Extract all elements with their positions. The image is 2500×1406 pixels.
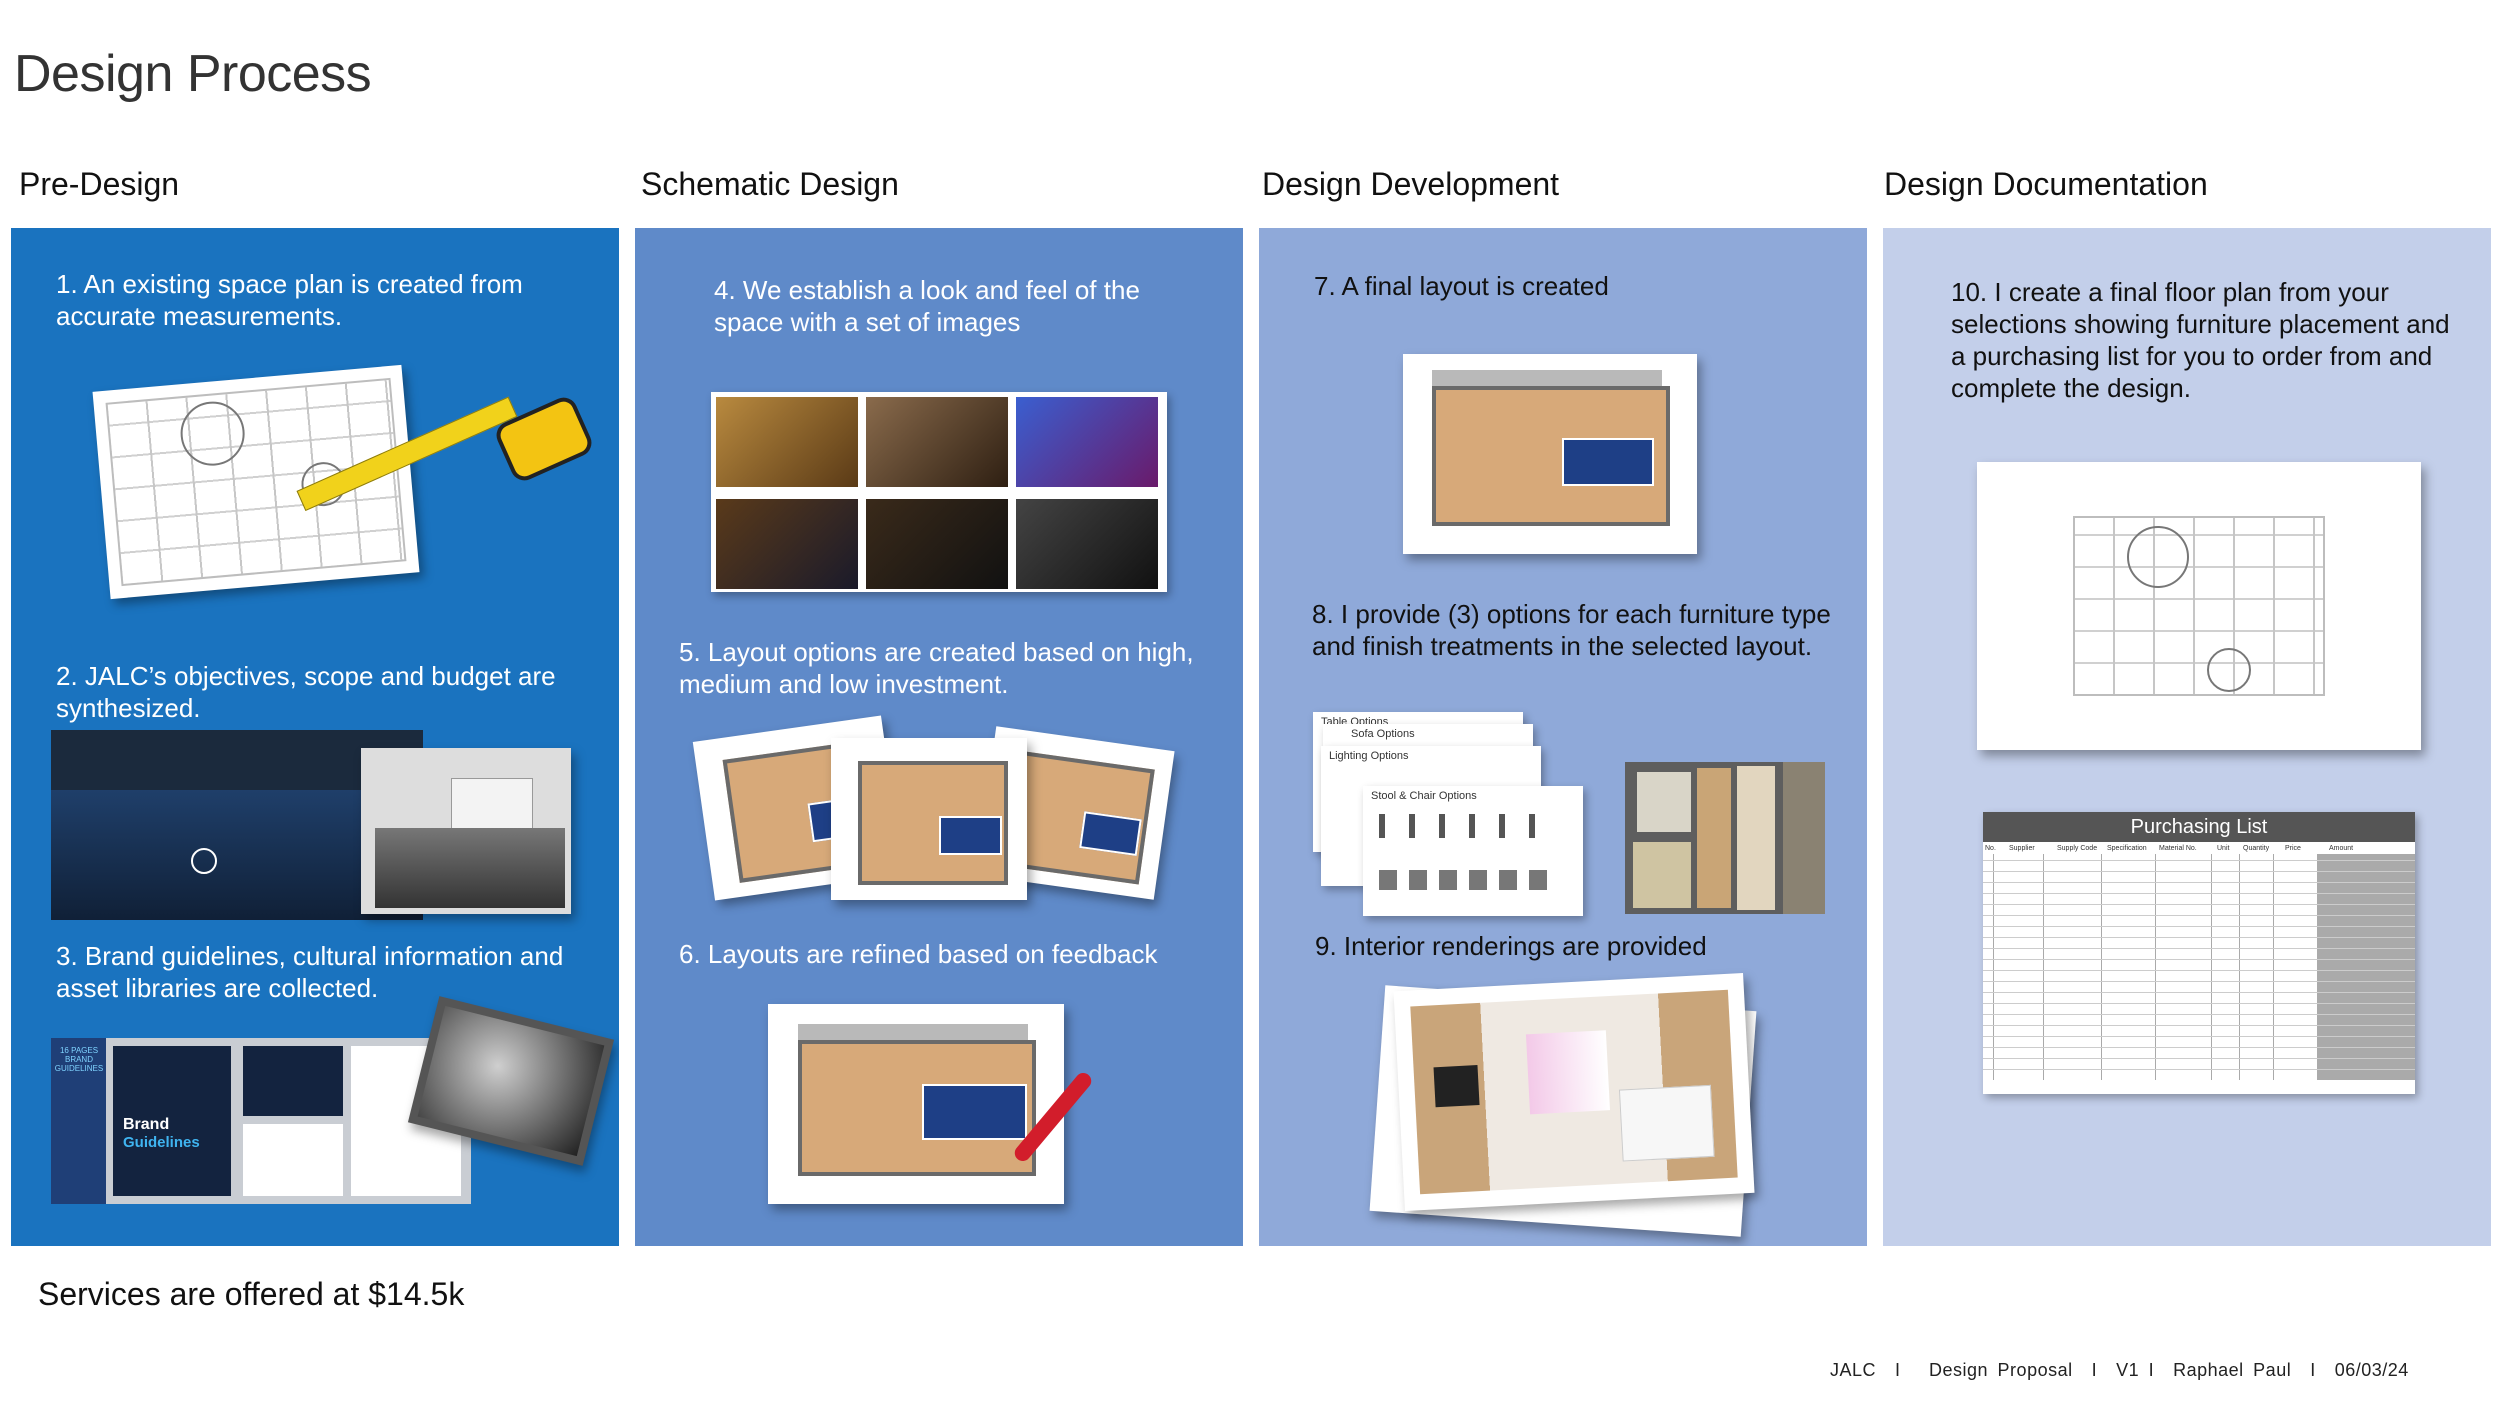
step-4-text: 4. We establish a look and feel of the s… <box>714 275 1140 337</box>
sofa-options-label: Sofa Options <box>1351 728 1415 740</box>
step-7-text: 7. A final layout is created <box>1314 271 1609 301</box>
layout-option-medium-image <box>831 738 1027 900</box>
purchasing-column-header: Supply Code <box>2057 845 2098 852</box>
purchasing-column-header: No. <box>1985 845 1996 852</box>
final-layout-image <box>1403 354 1697 554</box>
step-3-text: 3. Brand guidelines, cultural informatio… <box>56 941 564 1003</box>
brand-doc-subtitle: Guidelines <box>123 1134 200 1151</box>
step-6-text: 6. Layouts are refined based on feedback <box>679 939 1158 969</box>
play-icon <box>191 848 217 874</box>
purchasing-column-header: Quantity <box>2243 845 2270 852</box>
phase-label-design-development: Design Development <box>1262 166 1560 202</box>
purchasing-column-header: Material No. <box>2159 845 2197 852</box>
brand-doc-title: Brand <box>123 1116 170 1133</box>
meeting-photo <box>361 748 571 914</box>
stool-chair-options-sheet: Stool & Chair Options <box>1363 786 1583 916</box>
purchasing-list-grid <box>1983 854 2415 1080</box>
purchasing-list-title: Purchasing List <box>1983 812 2415 842</box>
services-price-note: Services are offered at $14.5k <box>38 1276 465 1312</box>
purchasing-column-header: Amount <box>2329 845 2354 852</box>
step-2-text: 2. JALC’s objectives, scope and budget a… <box>56 661 556 723</box>
footer-credit: JALC I Design Proposal I V1 I Raphael Pa… <box>1830 1360 2409 1380</box>
step-1-text: 1. An existing space plan is created fro… <box>56 269 523 331</box>
final-floor-plan-image <box>1977 462 2421 750</box>
pre-design-panel: 1. An existing space plan is created fro… <box>11 228 619 1246</box>
design-development-panel: 7. A final layout is created 8. I provid… <box>1259 228 1867 1246</box>
phase-label-schematic-design: Schematic Design <box>641 166 899 202</box>
step-10-text: 10. I create a final floor plan from you… <box>1951 277 2450 403</box>
interior-rendering-image <box>1393 972 1755 1212</box>
mood-board-image <box>711 392 1167 592</box>
step-9-text: 9. Interior renderings are provided <box>1315 931 1707 961</box>
purchasing-column-header: Supplier <box>2009 845 2035 852</box>
page-title: Design Process <box>14 45 372 103</box>
lighting-options-label: Lighting Options <box>1329 750 1409 762</box>
finish-samples-image <box>1625 762 1825 914</box>
step-8-text: 8. I provide (3) options for each furnit… <box>1312 599 1831 661</box>
stool-chair-options-label: Stool & Chair Options <box>1371 790 1477 802</box>
brand-badge: 16 PAGES BRAND GUIDELINES <box>54 1046 104 1073</box>
phase-label-design-documentation: Design Documentation <box>1884 166 2208 202</box>
design-documentation-panel: 10. I create a final floor plan from you… <box>1883 228 2491 1246</box>
purchasing-column-header: Unit <box>2217 845 2230 852</box>
purchasing-column-header: Price <box>2285 845 2301 852</box>
step-5-text: 5. Layout options are created based on h… <box>679 637 1194 699</box>
schematic-design-panel: 4. We establish a look and feel of the s… <box>635 228 1243 1246</box>
phase-label-pre-design: Pre-Design <box>19 166 180 202</box>
purchasing-list-image: Purchasing List No. Supplier Supply Code… <box>1983 812 2415 1094</box>
refined-layout-image <box>768 1004 1064 1204</box>
purchasing-column-header: Specification <box>2107 845 2147 852</box>
